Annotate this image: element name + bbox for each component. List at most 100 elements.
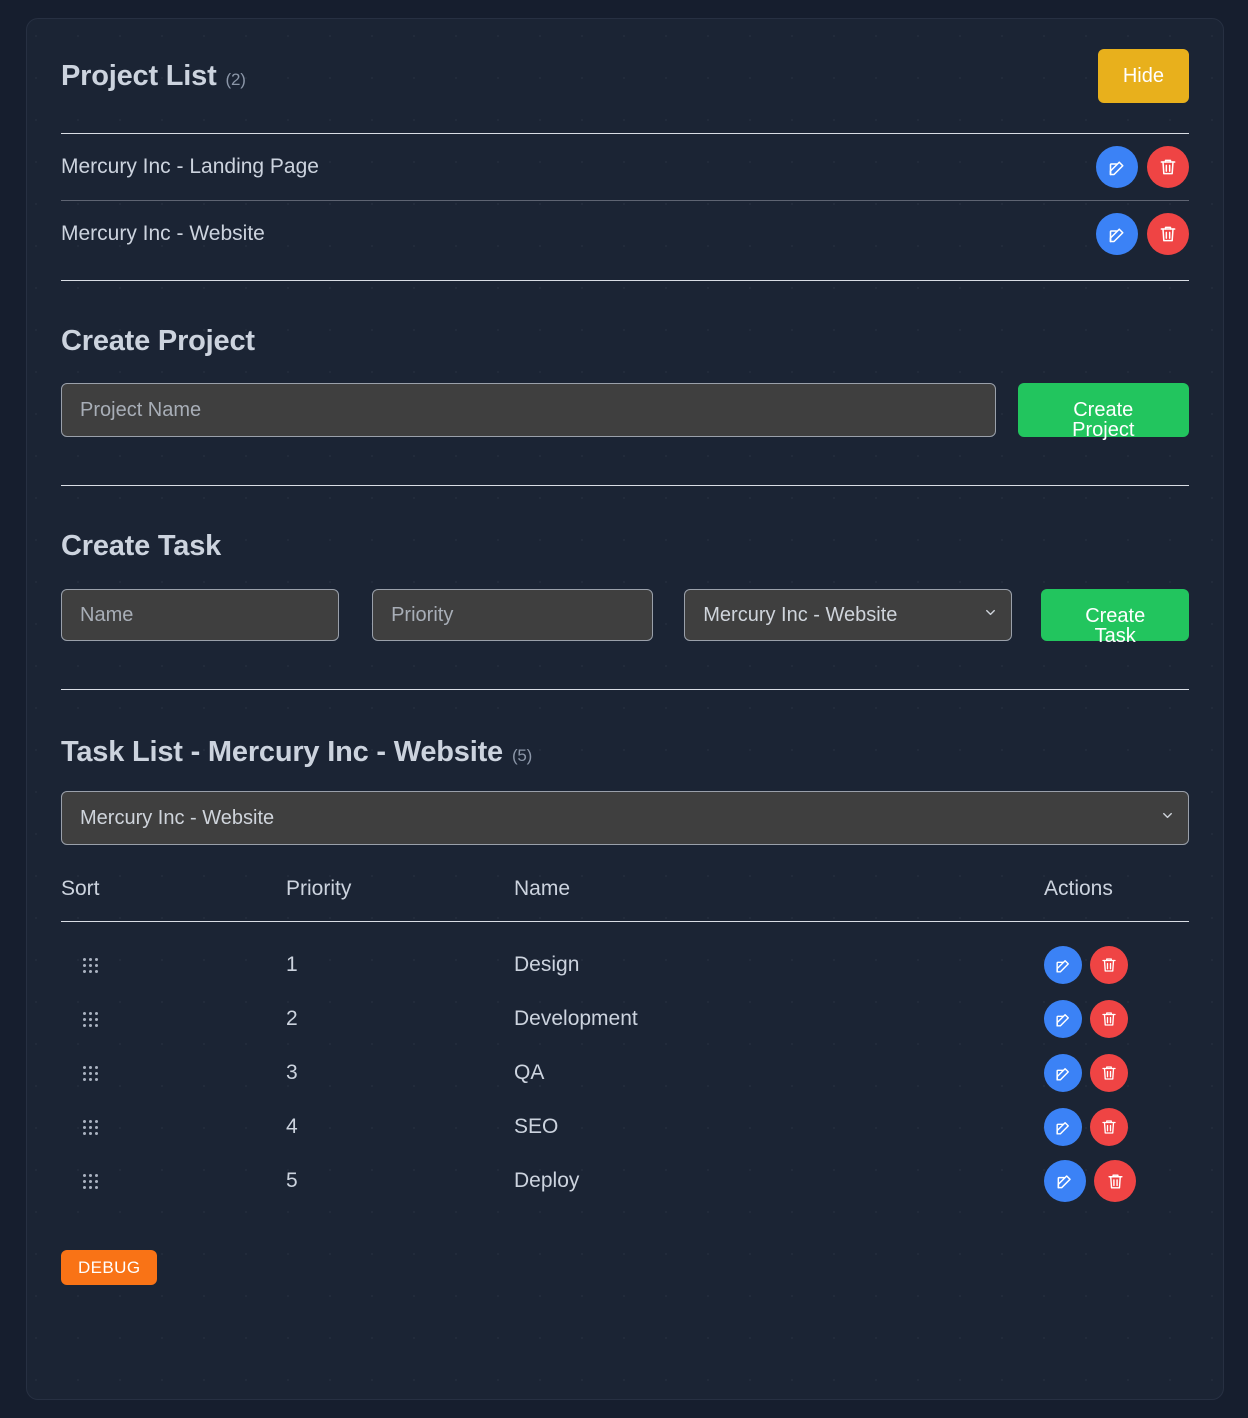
task-actions-cell xyxy=(1044,1154,1189,1208)
task-actions-cell xyxy=(1044,1046,1189,1100)
task-sort-cell xyxy=(61,1100,286,1154)
task-sort-cell xyxy=(61,1154,286,1208)
task-filter-select[interactable]: Mercury Inc - Website xyxy=(61,791,1189,845)
edit-pencil-icon-button[interactable] xyxy=(1044,1000,1082,1038)
task-table-header-divider xyxy=(61,921,1189,922)
create-project-title-text: Create Project xyxy=(61,325,255,357)
edit-pencil-icon xyxy=(1057,1175,1071,1189)
task-priority: 3 xyxy=(286,1061,298,1084)
project-list-title-text: Project List xyxy=(61,59,217,92)
table-row: 1 Design xyxy=(61,938,1189,992)
create-task-button[interactable]: Create Task xyxy=(1041,589,1189,646)
trash-icon xyxy=(1160,226,1176,242)
hide-button[interactable]: Hide xyxy=(1097,49,1189,103)
edit-pencil-icon-button[interactable] xyxy=(1044,1160,1086,1202)
task-name: Development xyxy=(514,1007,638,1030)
edit-pencil-icon xyxy=(1055,1067,1069,1081)
project-list-bottom-divider xyxy=(61,280,1189,281)
edit-pencil-icon-button[interactable] xyxy=(1044,946,1082,984)
project-name: Mercury Inc - Website xyxy=(61,222,265,245)
task-list-title-text: Task List - Mercury Inc - Website xyxy=(61,736,503,768)
project-name: Mercury Inc - Landing Page xyxy=(61,155,319,178)
edit-pencil-icon-button[interactable] xyxy=(1096,213,1138,255)
task-table: Sort Priority Name Actions xyxy=(61,867,1189,921)
edit-pencil-icon xyxy=(1109,227,1124,242)
task-sort-cell xyxy=(61,938,286,992)
trash-icon xyxy=(1102,1012,1116,1026)
trash-icon xyxy=(1102,958,1116,972)
trash-icon xyxy=(1102,1066,1116,1080)
delete-button[interactable] xyxy=(1090,946,1128,984)
debug-badge[interactable]: DEBUG xyxy=(61,1250,158,1285)
table-row: 2 Development xyxy=(61,992,1189,1046)
task-actions-cell xyxy=(1044,992,1189,1046)
app-card: Project List (2) Hide Mercury Inc - Land… xyxy=(26,18,1224,1400)
task-table-body-wrapper: 1 Design xyxy=(61,938,1189,1208)
create-project-title: Create Project xyxy=(61,325,1189,358)
trash-icon xyxy=(1107,1173,1123,1189)
task-actions-cell xyxy=(1044,938,1189,992)
delete-button[interactable] xyxy=(1147,213,1189,255)
task-sort-cell xyxy=(61,1046,286,1100)
delete-button[interactable] xyxy=(1090,1108,1128,1146)
task-priority: 1 xyxy=(286,953,298,976)
task-filter-select-wrapper: Mercury Inc - Website xyxy=(61,791,1189,845)
task-table-header-row: Sort Priority Name Actions xyxy=(61,867,1189,921)
drag-handle-icon[interactable] xyxy=(83,1011,98,1027)
project-list-header: Project List (2) Hide xyxy=(61,49,1189,103)
task-priority: 2 xyxy=(286,1007,298,1030)
project-row-actions xyxy=(1096,213,1189,255)
task-name: Deploy xyxy=(514,1169,580,1192)
drag-handle-icon[interactable] xyxy=(83,1065,98,1081)
delete-button[interactable] xyxy=(1094,1160,1136,1202)
create-task-title-text: Create Task xyxy=(61,530,222,562)
column-header-name: Name xyxy=(514,877,571,900)
drag-handle-icon[interactable] xyxy=(83,1119,98,1135)
task-name: SEO xyxy=(514,1115,559,1138)
task-sort-cell xyxy=(61,992,286,1046)
project-name-input[interactable] xyxy=(61,383,996,437)
drag-handle-icon[interactable] xyxy=(83,957,98,973)
project-list-top-divider xyxy=(61,133,1189,134)
project-row: Mercury Inc - Landing Page xyxy=(61,134,1189,200)
table-row: 4 SEO xyxy=(61,1100,1189,1154)
create-task-divider xyxy=(61,689,1189,690)
task-name: Design xyxy=(514,953,580,976)
task-name-input[interactable] xyxy=(61,589,339,641)
edit-pencil-icon xyxy=(1055,1121,1069,1135)
create-project-form: Create Project xyxy=(61,383,1189,440)
task-name: QA xyxy=(514,1061,545,1084)
task-project-select[interactable]: Mercury Inc - Website xyxy=(684,589,1013,641)
create-project-button[interactable]: Create Project xyxy=(1017,383,1189,440)
project-row-divider xyxy=(61,200,1189,201)
task-actions-cell xyxy=(1044,1100,1189,1154)
delete-button[interactable] xyxy=(1090,1000,1128,1038)
edit-pencil-icon xyxy=(1109,160,1124,175)
project-row: Mercury Inc - Website xyxy=(61,201,1189,267)
trash-icon xyxy=(1102,1120,1116,1134)
create-project-divider xyxy=(61,485,1189,486)
edit-pencil-icon-button[interactable] xyxy=(1044,1054,1082,1092)
project-list-count: (2) xyxy=(225,69,246,89)
edit-pencil-icon xyxy=(1055,959,1069,973)
task-project-select-wrapper: Mercury Inc - Website xyxy=(684,589,1013,641)
table-row: 3 QA xyxy=(61,1046,1189,1100)
delete-button[interactable] xyxy=(1147,146,1189,188)
task-priority-input[interactable] xyxy=(372,589,654,641)
drag-handle-icon[interactable] xyxy=(83,1173,98,1189)
project-list-title: Project List (2) xyxy=(61,60,246,93)
column-header-sort: Sort xyxy=(61,877,100,900)
task-list-title: Task List - Mercury Inc - Website (5) xyxy=(61,736,1189,769)
edit-pencil-icon xyxy=(1055,1013,1069,1027)
project-row-actions xyxy=(1096,146,1189,188)
column-header-priority: Priority xyxy=(286,877,352,900)
edit-pencil-icon-button[interactable] xyxy=(1044,1108,1082,1146)
task-table-body: 1 Design xyxy=(61,938,1189,1208)
edit-pencil-icon-button[interactable] xyxy=(1096,146,1138,188)
task-list-count: (5) xyxy=(511,746,533,765)
create-task-title: Create Task xyxy=(61,530,1189,563)
task-priority: 5 xyxy=(286,1169,298,1192)
column-header-actions: Actions xyxy=(1044,877,1113,900)
task-priority: 4 xyxy=(286,1115,298,1138)
delete-button[interactable] xyxy=(1090,1054,1128,1092)
